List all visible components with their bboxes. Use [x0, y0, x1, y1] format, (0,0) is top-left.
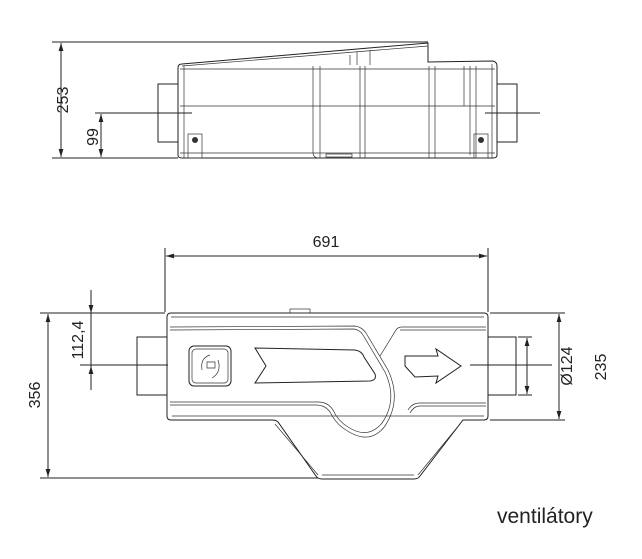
- body-depth-label: 235: [593, 354, 610, 381]
- duct-axis-height-label: 99: [85, 128, 102, 146]
- airflow-chevron-icon: [254, 347, 376, 384]
- side-view: 253 99: [52, 41, 540, 159]
- airflow-arrow-icon: [404, 347, 462, 385]
- unit-body-plan: [166, 312, 489, 480]
- height-dimension-label: 253: [55, 87, 72, 114]
- caption: ventilátory: [497, 505, 593, 528]
- depth-dimension-label: 356: [27, 382, 44, 409]
- plan-view: 691 356 112,4 235 Ø124: [27, 234, 610, 480]
- length-dimension-label: 691: [313, 234, 340, 251]
- duct-offset-label: 112,4: [70, 320, 87, 359]
- brand-logo-icon: [188, 345, 232, 387]
- unit-body-side: [177, 42, 498, 159]
- duct-diameter-label: Ø124: [559, 346, 576, 385]
- right-duct-plan: [487, 336, 517, 396]
- left-duct-side: [157, 83, 179, 143]
- left-duct-plan: [136, 336, 168, 396]
